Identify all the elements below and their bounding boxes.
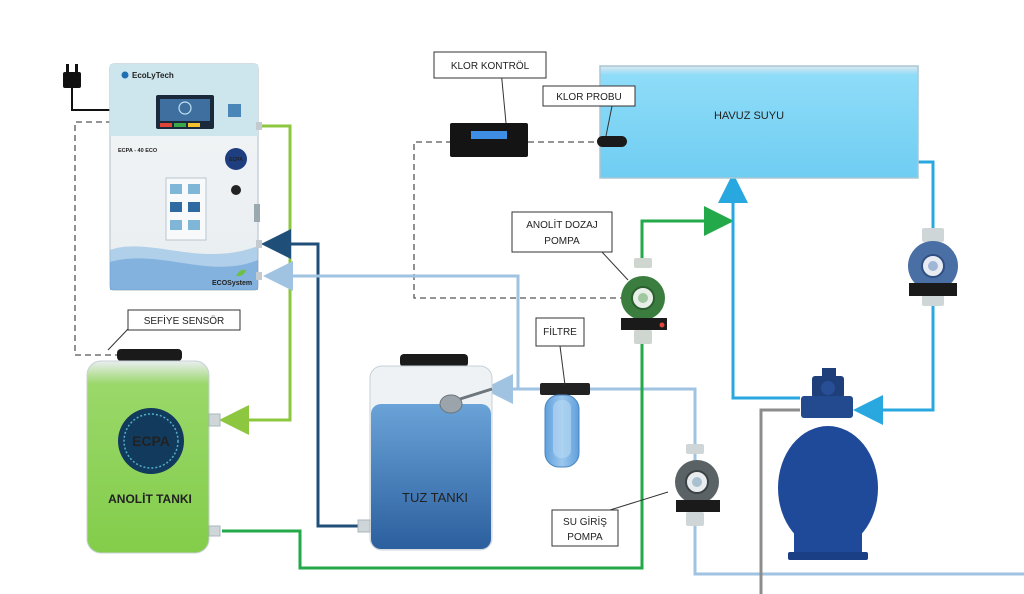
anolit-dozaj-callout: ANOLİT DOZAJ POMPA bbox=[511, 211, 629, 281]
anolit-dosing-pipe bbox=[222, 342, 644, 570]
device-model: ECPA - 40 ECO bbox=[118, 148, 158, 154]
filtre-callout: FİLTRE bbox=[535, 317, 585, 386]
indicator-module bbox=[228, 104, 241, 117]
filter-to-pump-pipe bbox=[590, 387, 697, 470]
salt-tank: TUZ TANKI bbox=[357, 354, 493, 551]
sefiye-sensor-callout: SEFİYE SENSÖR bbox=[107, 309, 241, 351]
chlorine-controller bbox=[450, 123, 528, 157]
ecpa-device: EcoLyTech ECPA - 40 ECO ECPA ECOSystem bbox=[109, 63, 262, 291]
svg-text:ANOLİT DOZAJ: ANOLİT DOZAJ bbox=[526, 218, 598, 231]
svg-text:FİLTRE: FİLTRE bbox=[543, 325, 577, 338]
inlet-pipe bbox=[693, 520, 1024, 576]
pool-water-label: HAVUZ SUYU bbox=[714, 110, 784, 122]
water-to-device-pipe bbox=[263, 261, 520, 389]
svg-text:KLOR KONTRÖL: KLOR KONTRÖL bbox=[451, 60, 530, 72]
chlorine-probe bbox=[597, 136, 627, 147]
float-valve bbox=[439, 394, 463, 414]
anolit-to-pool-pipe bbox=[640, 206, 734, 262]
brand-logo: EcoLyTech bbox=[132, 71, 174, 80]
anolit-tank-lid bbox=[117, 349, 182, 361]
leaf-icon bbox=[236, 269, 246, 277]
anolit-tank: ECPA ANOLİT TANKI bbox=[86, 349, 221, 554]
ecpa-badge bbox=[225, 148, 247, 170]
salt-tank-label: TUZ TANKI bbox=[402, 490, 468, 505]
eco-system-brand: ECOSystem bbox=[212, 280, 252, 287]
salt-tank-lid bbox=[400, 354, 468, 367]
drain-pipe bbox=[759, 408, 800, 594]
svg-text:SU GİRİŞ: SU GİRİŞ bbox=[563, 515, 607, 528]
su-giris-callout: SU GİRİŞ POMPA bbox=[551, 491, 669, 547]
brine-pipe bbox=[261, 229, 370, 528]
svg-text:POMPA: POMPA bbox=[544, 236, 580, 247]
svg-text:SEFİYE SENSÖR: SEFİYE SENSÖR bbox=[144, 314, 225, 327]
anolit-tank-label: ANOLİT TANKI bbox=[108, 491, 192, 506]
cartridge-filter bbox=[540, 383, 590, 468]
pool-return-pipe bbox=[718, 173, 800, 400]
pool: HAVUZ SUYU bbox=[599, 65, 919, 179]
svg-text:ECPA: ECPA bbox=[229, 157, 243, 163]
klor-kontrol-callout: KLOR KONTRÖL bbox=[433, 51, 547, 124]
anolit-dosing-pump bbox=[621, 258, 667, 344]
svg-text:POMPA: POMPA bbox=[567, 532, 603, 543]
circulation-pump bbox=[908, 228, 958, 306]
sand-filter bbox=[778, 368, 878, 560]
svg-text:KLOR PROBU: KLOR PROBU bbox=[556, 92, 622, 103]
svg-text:ECPA: ECPA bbox=[132, 433, 170, 449]
brand-logo-icon bbox=[121, 71, 129, 79]
ecpa-logo bbox=[118, 408, 184, 474]
power-cable bbox=[63, 64, 112, 111]
controller-display bbox=[471, 131, 507, 139]
water-inlet-pump bbox=[675, 444, 720, 526]
klor-probu-callout: KLOR PROBU bbox=[542, 85, 636, 137]
control-wiring bbox=[74, 121, 622, 356]
control-knob[interactable] bbox=[231, 185, 241, 195]
